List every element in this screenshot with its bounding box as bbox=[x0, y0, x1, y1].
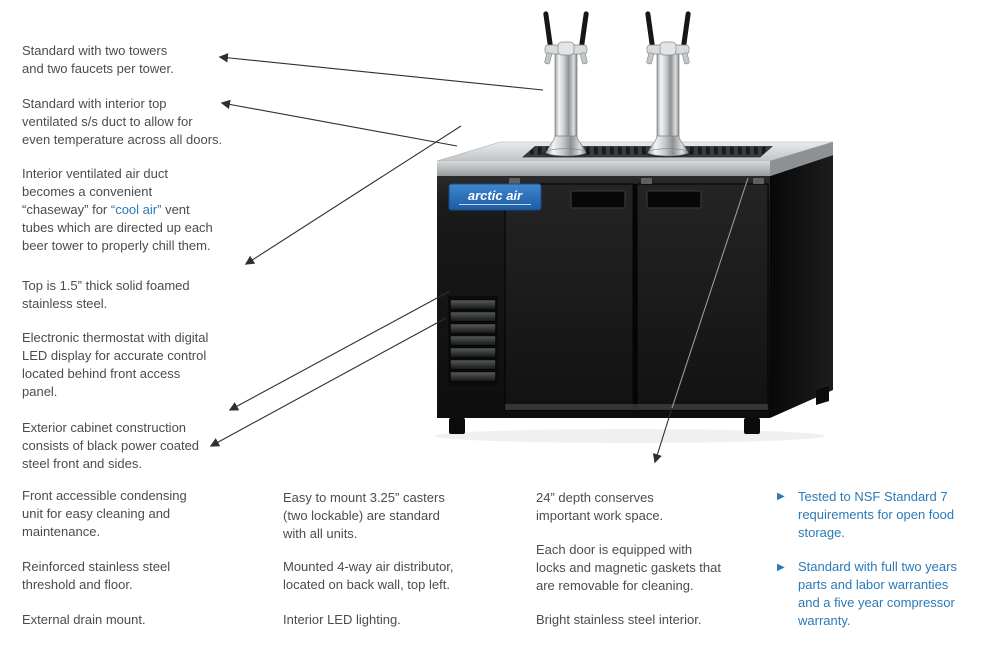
hinge-icon bbox=[753, 178, 764, 184]
callout-top-thickness: Top is 1.5” thick solid foamed stainless… bbox=[22, 278, 190, 311]
callout-arrow bbox=[228, 290, 451, 411]
drip-tray bbox=[522, 146, 773, 158]
callout-depth: 24” depth conserves important work space… bbox=[536, 490, 664, 523]
callout-chaseway: Interior ventilated air duct becomes a c… bbox=[22, 165, 258, 255]
callout-led-lighting: Interior LED lighting. bbox=[283, 612, 401, 627]
right-door bbox=[636, 183, 769, 411]
beer-tower-left bbox=[543, 11, 589, 157]
tap-handle bbox=[645, 11, 655, 48]
callout-chaseway-part1: Interior ventilated air duct becomes a c… bbox=[22, 166, 168, 217]
cabinet-right-side bbox=[770, 155, 833, 418]
callout-exterior-cabinet: Exterior cabinet construction consists o… bbox=[22, 420, 200, 471]
callout-arrow bbox=[218, 53, 544, 91]
callout-warranty: Standard with full two years parts and l… bbox=[798, 559, 957, 628]
callout-arrow bbox=[244, 125, 462, 265]
callout-nsf: Tested to NSF Standard 7 requirements fo… bbox=[798, 489, 955, 540]
left-door bbox=[504, 183, 634, 411]
callout-interior-steel: Bright stainless steel interior. bbox=[536, 612, 702, 627]
callout-two-towers: Standard with two towers and two faucets… bbox=[22, 43, 174, 76]
faucet-spout bbox=[682, 52, 690, 65]
door-gap bbox=[632, 184, 637, 410]
tap-handle bbox=[579, 11, 589, 48]
callout-door-locks: Each door is equipped with locks and mag… bbox=[536, 542, 721, 593]
bullet-arrow-icon: ▶ bbox=[777, 562, 785, 573]
callout-threshold-floor: Reinforced stainless steel threshold and… bbox=[22, 559, 171, 592]
left-door-handle bbox=[570, 190, 626, 209]
tap-handle bbox=[681, 11, 691, 48]
caster bbox=[449, 418, 465, 434]
callout-air-distributor: Mounted 4-way air distributor, located o… bbox=[283, 559, 454, 592]
callout-arrow bbox=[220, 99, 458, 147]
brand-logo-text: arctic air bbox=[468, 188, 523, 203]
callout-arrows bbox=[209, 53, 749, 464]
kegerator-illustration: arctic air bbox=[435, 11, 834, 443]
floor-shadow bbox=[435, 429, 825, 443]
stainless-top bbox=[436, 141, 834, 176]
faucet-spout bbox=[646, 52, 654, 65]
beer-tower-right bbox=[645, 11, 691, 157]
faucet-spout bbox=[580, 52, 588, 65]
bullet-arrow-icon: ▶ bbox=[777, 491, 785, 502]
callout-condensing-unit: Front accessible condensing unit for eas… bbox=[22, 488, 187, 539]
callout-thermostat: Electronic thermostat with digital LED d… bbox=[22, 330, 209, 399]
callout-top-duct: Standard with interior top ventilated s/… bbox=[22, 96, 223, 147]
callout-chaseway-highlight: “cool air” bbox=[110, 202, 162, 217]
caster bbox=[744, 418, 760, 434]
callout-chaseway-part2: vent tubes which are directed up each be… bbox=[22, 202, 213, 253]
callout-casters: Easy to mount 3.25” casters (two lockabl… bbox=[283, 490, 445, 541]
hinge-icon bbox=[641, 178, 652, 184]
callout-arrow bbox=[652, 407, 673, 464]
callout-arrow bbox=[671, 177, 749, 409]
callout-drain-mount: External drain mount. bbox=[22, 612, 146, 627]
right-door-handle bbox=[646, 190, 702, 209]
callout-arrow bbox=[209, 317, 447, 447]
condenser-louver-grille bbox=[448, 296, 498, 386]
tap-handle bbox=[543, 11, 553, 48]
threshold-strip bbox=[505, 404, 768, 410]
faucet-spout bbox=[544, 52, 552, 65]
caster bbox=[816, 386, 829, 405]
brand-logo: arctic air bbox=[448, 183, 542, 211]
hinge-icon bbox=[509, 178, 520, 184]
